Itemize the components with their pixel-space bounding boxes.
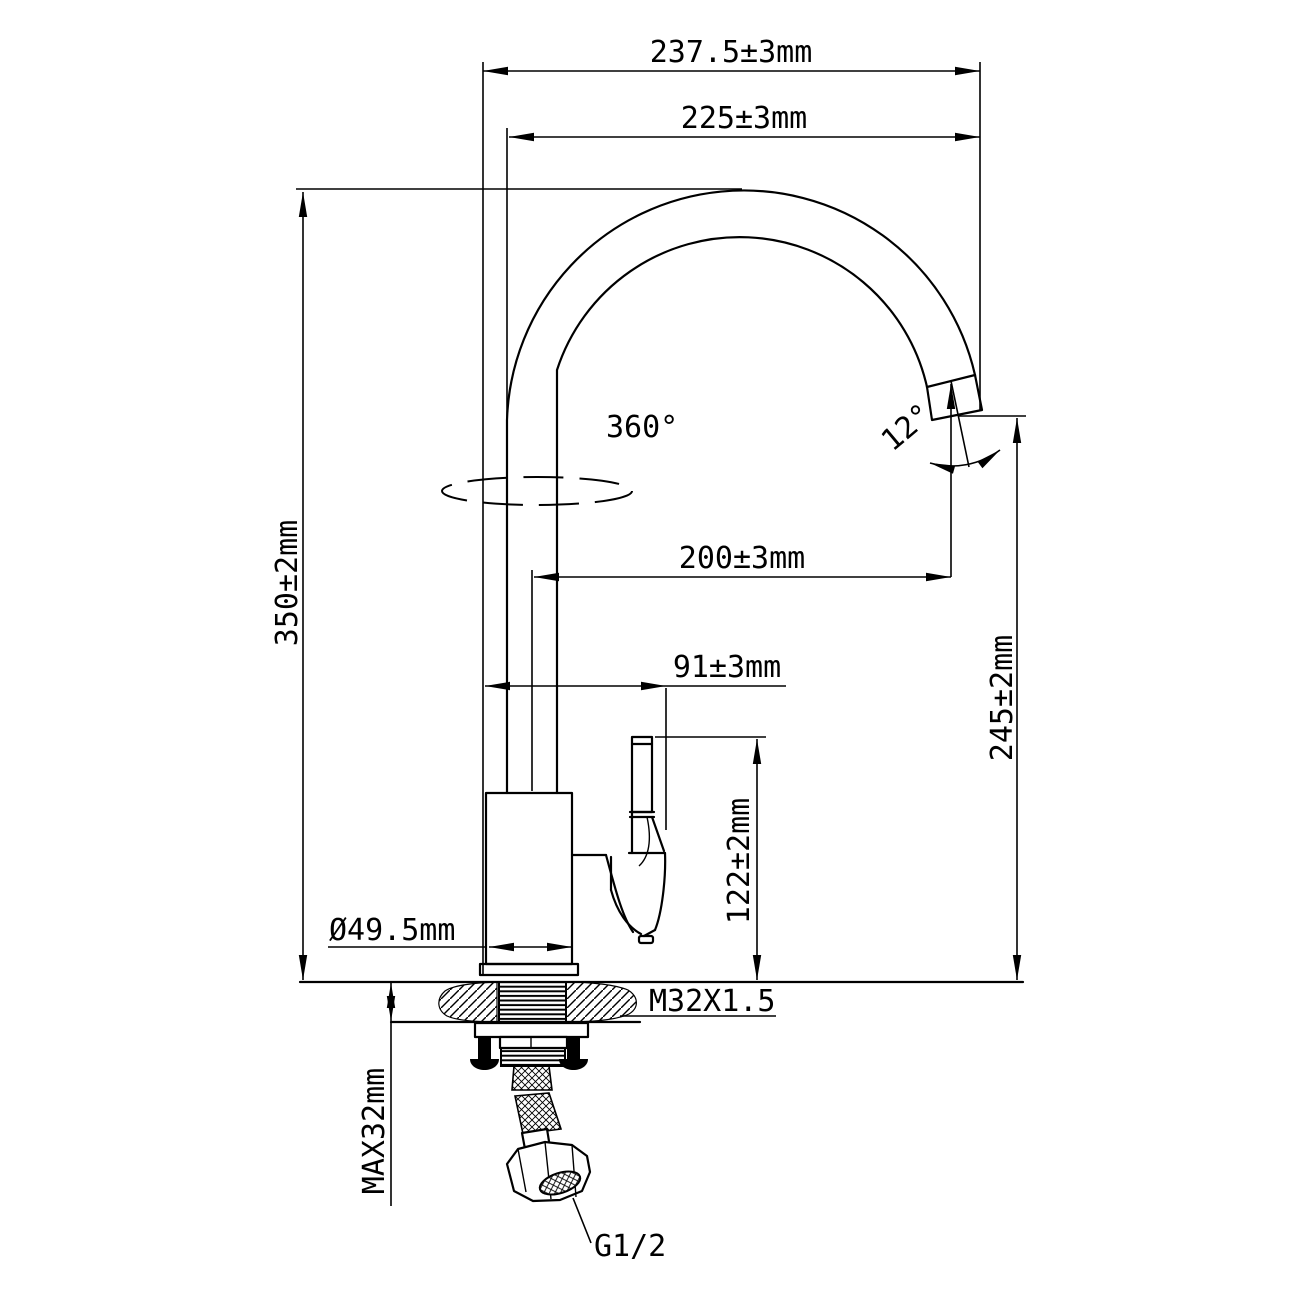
mounting-washer: [473, 1021, 590, 1039]
cartridge-curve: [609, 888, 643, 936]
handle-grip: [630, 735, 654, 814]
mounting-screw-left-head: [470, 1059, 499, 1070]
spout-tip-outlet: [925, 373, 984, 422]
label-body-height: 122±2mm: [722, 798, 757, 924]
leader-hose-thread: [572, 1197, 592, 1244]
label-max-deck: MAX32mm: [357, 1068, 392, 1194]
mounting-screw-right-head: [559, 1059, 588, 1070]
hose-nut-facet-1: [517, 1148, 527, 1193]
counter-section-hatch-right: [565, 981, 637, 1023]
mounting-screw-right-shaft: [567, 1037, 580, 1059]
dimension-lines: [298, 66, 1022, 1021]
swivel-rotation-ellipse: [441, 476, 633, 506]
extension-lines: [296, 62, 1026, 1244]
label-spout-span: 225±3mm: [681, 101, 807, 136]
hose-nut-thread-opening: [538, 1170, 582, 1196]
spout-inner-arc: [555, 236, 929, 795]
spout-outer-arc: [505, 189, 977, 795]
label-overall-width: 237.5±3mm: [650, 35, 813, 70]
label-handle-span: 91±3mm: [673, 650, 781, 685]
handle-flare-right: [650, 815, 666, 853]
handle-lower-right: [653, 851, 667, 932]
label-reach: 200±3mm: [679, 541, 805, 576]
handle-nub: [637, 934, 655, 945]
outlet-angle-arc: [929, 449, 1001, 474]
faucet-body: [484, 791, 574, 966]
base-plate: [478, 962, 580, 977]
faucet-outline: [441, 189, 984, 977]
handle-inner-contour: [638, 816, 651, 867]
label-mount-thread: M32X1.5: [649, 984, 775, 1019]
mounting-nut: [498, 1035, 569, 1050]
mounting-screw-left-shaft: [478, 1037, 491, 1059]
countertop-and-mounting: [298, 980, 1025, 1203]
counter-section-hatch-left: [438, 981, 498, 1023]
label-hose-thread: G1/2: [594, 1229, 666, 1264]
shank-lower-threads: [500, 1047, 566, 1067]
outlet-angle-tilted-line: [950, 380, 970, 468]
label-overall-height: 350±2mm: [270, 520, 305, 646]
dimension-labels: 237.5±3mm 225±3mm 350±2mm 360° 12° 200±3…: [270, 35, 1020, 1264]
threaded-shank: [498, 981, 567, 1023]
label-swivel-angle: 360°: [606, 410, 678, 445]
hose-nut-facet-3: [571, 1144, 577, 1198]
supply-hose-braid-lower: [514, 1092, 563, 1135]
supply-hose-braid-upper: [511, 1065, 553, 1091]
label-base-diameter: Ø49.5mm: [329, 913, 455, 948]
label-outlet-height: 245±2mm: [985, 635, 1020, 761]
